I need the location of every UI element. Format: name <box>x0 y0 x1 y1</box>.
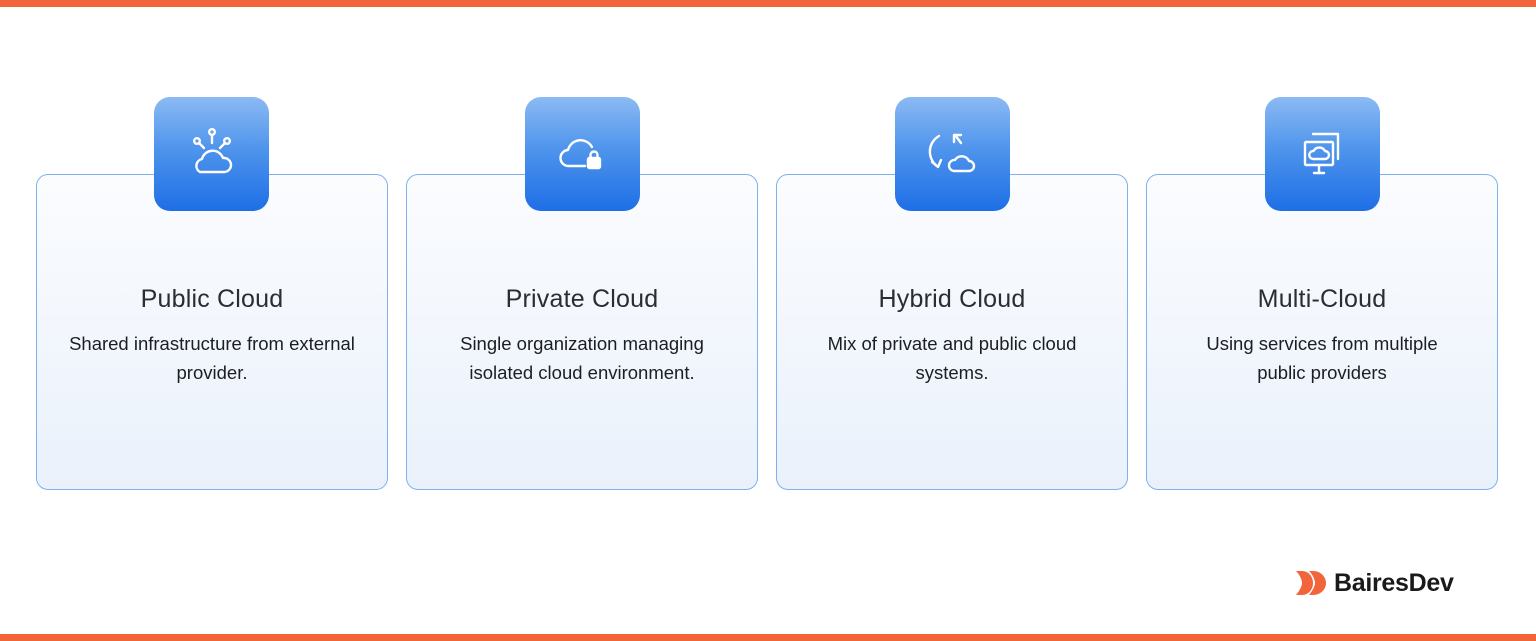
card-title: Multi-Cloud <box>1257 285 1387 313</box>
card-description: Single organization managing isolated cl… <box>460 333 704 383</box>
card-title: Private Cloud <box>505 285 659 313</box>
cloud-network-icon <box>192 127 232 174</box>
card-multi-cloud: Multi-Cloud Using services from multiple… <box>1146 174 1498 490</box>
bottom-accent-bar <box>0 634 1536 641</box>
card-title: Public Cloud <box>140 285 284 313</box>
card-public-cloud: Public Cloud Shared infrastructure from … <box>36 174 388 490</box>
card-hybrid-cloud: Hybrid Cloud Mix of private and public c… <box>776 174 1128 490</box>
card-title: Hybrid Cloud <box>878 285 1026 313</box>
cloud-sync-icon <box>928 133 975 173</box>
brand-logo: BairesDev <box>1294 566 1454 600</box>
icon-tile-private-cloud <box>525 97 640 211</box>
bairesdev-logo-mark-icon <box>1296 571 1326 595</box>
top-accent-bar <box>0 0 1536 7</box>
icon-tile-public-cloud <box>154 97 269 211</box>
icon-tile-multi-cloud <box>1265 97 1380 211</box>
icon-tile-hybrid-cloud <box>895 97 1010 211</box>
card-private-cloud: Private Cloud Single organization managi… <box>406 174 758 490</box>
card-description: Using services from multiple public prov… <box>1206 333 1438 383</box>
brand-name: BairesDev <box>1334 568 1454 597</box>
cloud-lock-icon <box>558 139 601 170</box>
card-description: Shared infrastructure from external prov… <box>69 333 355 383</box>
monitor-cloud-icon <box>1303 132 1339 175</box>
card-description: Mix of private and public cloud systems. <box>827 333 1077 383</box>
